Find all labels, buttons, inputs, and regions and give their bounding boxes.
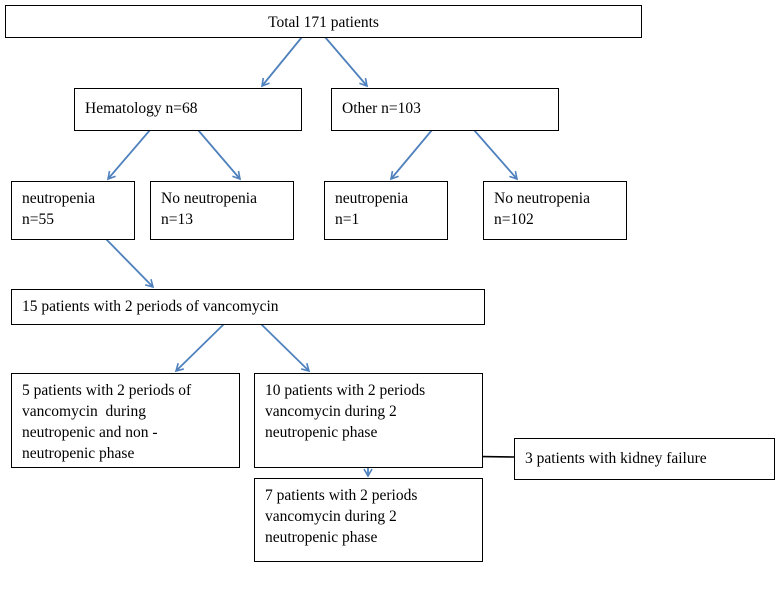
arrow-neutropenia-to-two-periods bbox=[105, 238, 155, 289]
box-other-no-neutropenia: No neutropenia n=102 bbox=[483, 181, 627, 240]
box-final-patients-line-1: 7 patients with 2 periods bbox=[265, 487, 418, 504]
box-two-neutropenic-phase-line-2: vancomycin during 2 bbox=[265, 403, 397, 420]
box-other: Other n=103 bbox=[331, 88, 559, 131]
box-mixed-phase-line-4: neutropenic phase bbox=[22, 445, 135, 462]
arrow-two-periods-to-two-neutropenic bbox=[260, 323, 311, 373]
box-other-no-neutropenia-line-1: No neutropenia bbox=[494, 190, 590, 207]
box-hematology-neutropenia: neutropenia n=55 bbox=[11, 181, 135, 240]
box-hematology-no-neutropenia: No neutropenia n=13 bbox=[150, 181, 294, 240]
box-mixed-phase-line-2: vancomycin during bbox=[22, 403, 146, 420]
box-mixed-phase: 5 patients with 2 periods of vancomycin … bbox=[11, 373, 240, 468]
box-two-neutropenic-phase-line-3: neutropenic phase bbox=[265, 424, 378, 441]
box-kidney-failure-text: 3 patients with kidney failure bbox=[525, 450, 707, 467]
box-hematology-text: Hematology n=68 bbox=[85, 100, 198, 117]
box-other-neutropenia-line-2: n=1 bbox=[335, 211, 360, 228]
arrow-other-to-neutropenia bbox=[389, 129, 433, 181]
box-two-periods-vancomycin: 15 patients with 2 periods of vancomycin bbox=[11, 289, 485, 325]
box-kidney-failure: 3 patients with kidney failure bbox=[514, 438, 775, 480]
box-two-neutropenic-phase-line-1: 10 patients with 2 periods bbox=[265, 382, 426, 399]
box-mixed-phase-line-1: 5 patients with 2 periods of bbox=[22, 382, 192, 399]
box-two-neutropenic-phase: 10 patients with 2 periods vancomycin du… bbox=[254, 373, 483, 468]
arrow-hematology-to-neutropenia bbox=[106, 129, 151, 181]
box-final-patients-line-3: neutropenic phase bbox=[265, 529, 378, 546]
box-other-neutropenia-line-1: neutropenia bbox=[335, 190, 409, 207]
box-hematology-neutropenia-line-1: neutropenia bbox=[22, 190, 96, 207]
box-other-no-neutropenia-line-2: n=102 bbox=[494, 211, 534, 228]
arrow-hematology-to-no-neutropenia bbox=[197, 129, 242, 181]
arrow-total-to-hematology bbox=[260, 36, 303, 88]
arrow-total-to-other bbox=[324, 36, 369, 88]
box-other-neutropenia: neutropenia n=1 bbox=[324, 181, 448, 240]
arrow-other-to-no-neutropenia bbox=[473, 129, 519, 181]
box-total-patients-text: Total 171 patients bbox=[268, 14, 379, 31]
arrow-two-periods-to-mixed-phase bbox=[174, 323, 225, 373]
box-hematology-neutropenia-line-2: n=55 bbox=[22, 211, 54, 228]
box-hematology: Hematology n=68 bbox=[74, 88, 302, 131]
box-final-patients-line-2: vancomycin during 2 bbox=[265, 508, 397, 525]
box-two-periods-vancomycin-text: 15 patients with 2 periods of vancomycin bbox=[22, 298, 279, 315]
box-mixed-phase-line-3: neutropenic and non - bbox=[22, 424, 158, 441]
box-hematology-no-neutropenia-line-2: n=13 bbox=[161, 211, 193, 228]
box-other-text: Other n=103 bbox=[342, 100, 421, 117]
box-hematology-no-neutropenia-line-1: No neutropenia bbox=[161, 190, 257, 207]
box-total-patients: Total 171 patients bbox=[5, 5, 642, 38]
box-final-patients: 7 patients with 2 periods vancomycin dur… bbox=[254, 478, 483, 562]
